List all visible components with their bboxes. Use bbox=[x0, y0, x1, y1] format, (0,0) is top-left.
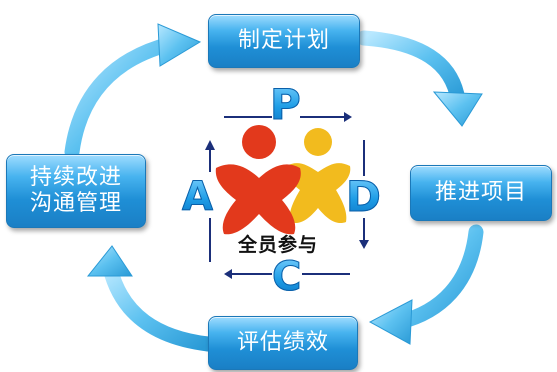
curved-arrow-icon bbox=[368, 224, 484, 345]
curved-arrow-icon bbox=[356, 30, 483, 127]
do-box: 推进项目 bbox=[410, 165, 552, 221]
letter-a: A bbox=[182, 174, 214, 221]
people-figure-icon bbox=[215, 125, 301, 235]
letter-p: P bbox=[270, 80, 302, 130]
check-box-label: 评估绩效 bbox=[236, 329, 329, 355]
center-label: 全员参与 bbox=[238, 234, 319, 256]
plan-box: 制定计划 bbox=[208, 14, 360, 68]
do-box-label: 推进项目 bbox=[434, 179, 527, 205]
check-box: 评估绩效 bbox=[208, 316, 358, 370]
straight-arrow-icon bbox=[224, 112, 352, 122]
people-figure-icon bbox=[285, 128, 351, 224]
plan-box-label: 制定计划 bbox=[237, 27, 330, 53]
letter-d: D bbox=[346, 172, 382, 222]
curved-arrow-icon bbox=[86, 245, 216, 352]
act-box: 持续改进 沟通管理 bbox=[6, 154, 146, 228]
straight-arrow-icon bbox=[359, 140, 369, 249]
act-box-label-line1: 持续改进 bbox=[29, 164, 122, 190]
straight-arrow-icon bbox=[205, 140, 215, 262]
letter-c: C bbox=[271, 254, 302, 301]
straight-arrow-icon bbox=[224, 269, 350, 279]
act-box-label-line2: 沟通管理 bbox=[29, 191, 122, 216]
curved-arrow-icon bbox=[64, 23, 202, 160]
